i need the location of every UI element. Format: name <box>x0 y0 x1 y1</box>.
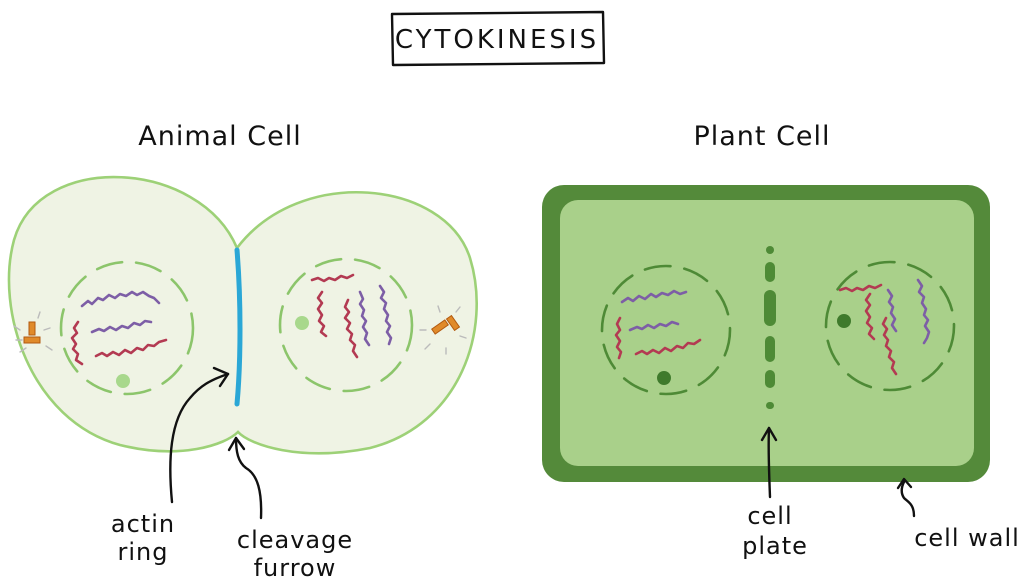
nucleolus <box>116 374 130 388</box>
animal-left-nucleus <box>59 260 195 396</box>
plant-left-nucleus <box>600 264 732 396</box>
chromosome <box>864 292 876 341</box>
actin-ring-label: actin <box>111 510 175 538</box>
cell-plate-label: cell <box>747 502 792 530</box>
animal-right-nucleus <box>278 257 414 393</box>
nuclear-envelope <box>600 264 732 396</box>
title-box: CYTOKINESIS <box>390 10 606 67</box>
chromosome <box>881 316 898 376</box>
nuclear-envelope <box>824 260 956 392</box>
plant-right-nucleus <box>824 260 956 392</box>
actin-ring-arrow <box>169 372 230 504</box>
plant-cell-cytoplasm <box>560 200 974 466</box>
cell-plate-label: plate <box>742 532 808 560</box>
cell-wall-arrow <box>900 480 916 518</box>
chromosome <box>886 288 898 333</box>
nucleolus <box>295 316 309 330</box>
chromosome <box>94 338 168 358</box>
plant-cell-heading: Plant Cell <box>693 121 830 152</box>
chromosome <box>90 319 153 334</box>
chromosome <box>343 298 359 359</box>
chromosome <box>614 316 623 360</box>
cleavage-furrow-label: cleavage <box>237 526 353 554</box>
nucleolus <box>657 371 671 385</box>
cell-wall-label: cell wall <box>914 524 1020 552</box>
chromosome <box>628 320 680 332</box>
actin-ring <box>234 247 243 407</box>
actin-ring-label: ring <box>118 538 169 566</box>
chromosome <box>80 290 161 308</box>
chromosome <box>70 320 84 366</box>
cleavage-furrow-arrow <box>234 436 263 520</box>
chromosome <box>916 278 931 345</box>
animal-cell-heading: Animal Cell <box>138 121 301 152</box>
animal-cell-membrane <box>7 175 478 455</box>
cell-plate-arrow <box>767 426 772 499</box>
chromosome <box>378 284 393 346</box>
nucleolus <box>837 314 851 328</box>
chromosome <box>310 273 355 283</box>
chromosome <box>838 283 883 293</box>
animal-cell <box>7 175 478 455</box>
chromosome <box>634 338 702 356</box>
nuclear-envelope <box>278 257 414 393</box>
animal-right-centrosome <box>419 305 467 355</box>
chromosome <box>316 290 328 338</box>
chromosome <box>358 290 371 347</box>
cell-plate <box>764 246 776 409</box>
plant-cell <box>542 185 990 482</box>
chromosome <box>620 289 688 304</box>
label-arrows <box>169 366 916 520</box>
diagram-title: CYTOKINESIS <box>395 25 599 55</box>
animal-left-centrosome <box>13 311 53 353</box>
cleavage-furrow-label: furrow <box>254 554 337 582</box>
nuclear-envelope <box>59 260 195 396</box>
